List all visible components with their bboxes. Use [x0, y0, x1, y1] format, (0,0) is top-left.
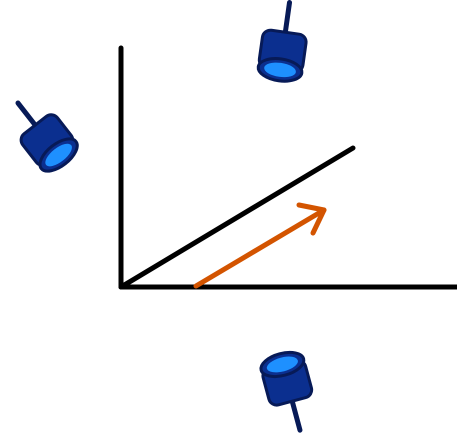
sensor-icon	[15, 100, 79, 173]
arrow-shaft	[193, 207, 327, 289]
sensor-icon	[259, 350, 314, 433]
arrow-head	[296, 202, 327, 236]
orange-arrow	[193, 202, 327, 289]
diagonal-line	[118, 145, 356, 290]
sensor-icon	[256, 0, 308, 83]
axes	[118, 45, 457, 290]
